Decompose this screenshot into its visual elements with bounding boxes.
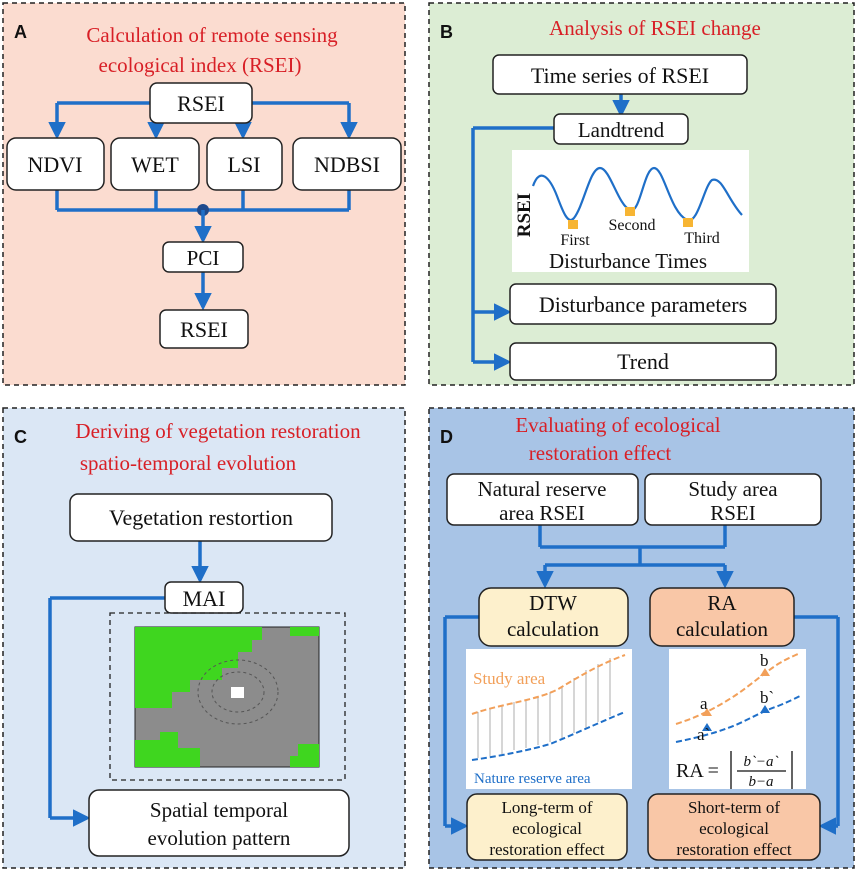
ra-line1: RA xyxy=(707,591,737,615)
first-point-marker xyxy=(568,220,578,229)
wet-label: WET xyxy=(131,152,179,177)
spatial-temporal-line2: evolution pattern xyxy=(148,826,291,850)
panel-a: A Calculation of remote sensing ecologic… xyxy=(2,2,406,386)
spatial-temporal-line1: Spatial temporal xyxy=(150,798,288,822)
rsei-top-box xyxy=(149,82,253,124)
ra-formula-lhs: RA = xyxy=(676,760,719,782)
dtw-study-label: Study area xyxy=(473,669,546,688)
study-area-box xyxy=(644,473,822,526)
rsei-bottom-label: RSEI xyxy=(180,317,228,342)
dtw-nature-label: Nature reserve area xyxy=(474,771,591,787)
short-term-box xyxy=(647,793,821,861)
chart-y-label: RSEI xyxy=(514,193,535,237)
ra-formula-numerator: b`−a` xyxy=(743,754,778,770)
chart-x-label: Disturbance Times xyxy=(549,249,707,273)
time-series-label: Time series of RSEI xyxy=(531,63,709,88)
rsei-bottom-box xyxy=(159,309,249,349)
vegetation-restoration-label: Vegetation restortion xyxy=(109,505,293,530)
dtw-line2: calculation xyxy=(507,617,600,641)
study-area-line2: RSEI xyxy=(710,501,756,525)
landtrend-box xyxy=(553,113,689,145)
natural-reserve-line2: area RSEI xyxy=(499,501,585,525)
trend-box xyxy=(509,342,777,381)
rsei-top-label: RSEI xyxy=(177,91,225,116)
ra-formula-denominator: b−a xyxy=(748,774,773,790)
panel-b-letter: B xyxy=(440,22,453,42)
long-term-line3: restoration effect xyxy=(489,840,605,859)
long-term-line2: ecological xyxy=(512,819,582,838)
ra-chart: a a` b b` RA = b`−a` b−a xyxy=(669,649,806,790)
disturbance-parameters-label: Disturbance parameters xyxy=(539,292,747,317)
dtw-chart: Study area Nature reserve area xyxy=(466,649,632,789)
pci-label: PCI xyxy=(187,246,220,270)
short-term-line1: Short-term of xyxy=(688,798,780,817)
ndbsi-label: NDBSI xyxy=(314,152,380,177)
panel-c-title-line1: Deriving of vegetation restoration xyxy=(75,419,361,443)
disturbance-parameters-box xyxy=(509,283,777,325)
panel-d-letter: D xyxy=(440,427,453,447)
ra-box xyxy=(649,587,795,647)
mai-label: MAI xyxy=(183,586,226,611)
panel-a-title-line2: ecological index (RSEI) xyxy=(99,53,302,77)
panel-c-letter: C xyxy=(14,427,27,447)
panel-c-title-line2: spatio-temporal evolution xyxy=(80,451,297,475)
panel-a-letter: A xyxy=(14,22,27,42)
panel-a-title-line1: Calculation of remote sensing xyxy=(86,23,338,47)
short-term-line2: ecological xyxy=(699,819,769,838)
ra-label-a: a xyxy=(700,694,708,713)
long-term-box xyxy=(466,793,628,861)
pci-box xyxy=(162,241,244,273)
landtrend-label: Landtrend xyxy=(578,118,665,142)
dtw-line1: DTW xyxy=(529,591,577,615)
panel-d-title-line1: Evaluating of ecological xyxy=(515,413,720,437)
vegetation-restoration-box xyxy=(69,493,333,542)
ndvi-box xyxy=(6,137,105,191)
ndbsi-box xyxy=(292,137,402,191)
panel-d: D Evaluating of ecological restoration e… xyxy=(428,407,855,869)
short-term-line3: restoration effect xyxy=(676,840,792,859)
time-series-box xyxy=(492,54,748,95)
panel-c: C Deriving of vegetation restoration spa… xyxy=(2,407,406,869)
trend-label: Trend xyxy=(617,349,669,374)
ndvi-label: NDVI xyxy=(28,152,83,177)
map-frame xyxy=(109,612,346,781)
wet-box xyxy=(110,137,200,191)
ra-line2: calculation xyxy=(676,617,769,641)
study-area-line1: Study area xyxy=(688,477,778,501)
natural-reserve-box xyxy=(446,473,639,526)
chart-third-label: Third xyxy=(684,230,720,247)
chart-first-label: First xyxy=(560,232,590,249)
ra-label-b: b xyxy=(760,651,769,670)
second-point-marker xyxy=(625,207,635,216)
panel-b: B Analysis of RSEI change Time series of… xyxy=(428,2,855,386)
ra-label-a-prime: a` xyxy=(697,725,710,744)
natural-reserve-line1: Natural reserve xyxy=(478,477,607,501)
ra-label-b-prime: b` xyxy=(760,688,774,707)
dtw-box xyxy=(478,587,629,647)
vegetation-map xyxy=(134,626,320,768)
spatial-temporal-box xyxy=(88,789,350,857)
lsi-label: LSI xyxy=(228,152,261,177)
long-term-line1: Long-term of xyxy=(501,798,592,817)
panel-d-title-line2: restoration effect xyxy=(529,441,672,465)
third-point-marker xyxy=(683,218,693,227)
panel-b-title: Analysis of RSEI change xyxy=(549,16,761,40)
lsi-box xyxy=(206,137,283,191)
chart-second-label: Second xyxy=(608,217,655,234)
